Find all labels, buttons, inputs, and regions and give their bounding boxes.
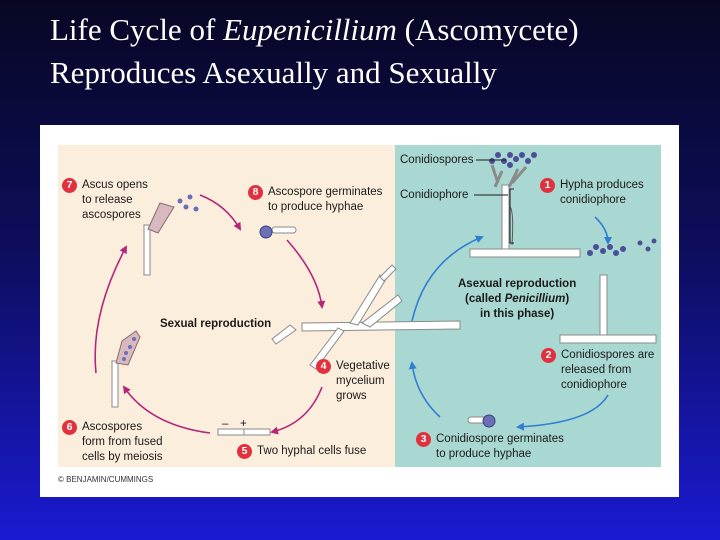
copyright-credit: © BENJAMIN/CUMMINGS <box>58 475 154 484</box>
step-8-badge: 8 <box>248 185 263 200</box>
step-1-badge: 1 <box>540 178 555 193</box>
arrow-1-to-2 <box>594 216 612 245</box>
slide-title: Life Cycle of Eupenicillium (Ascomycete)… <box>50 8 579 94</box>
fusing-hyphae <box>217 428 271 436</box>
asexual-phase-background <box>395 145 661 467</box>
vegetative-mycelium <box>271 264 461 370</box>
step-5-label: Two hyphal cells fuse <box>257 445 367 457</box>
opening-ascus <box>143 194 199 276</box>
conidiophore-lower <box>559 238 657 344</box>
conidiophore-bracket <box>509 188 514 244</box>
arrow-4-to-1 <box>411 235 484 322</box>
step-6-badge: 6 <box>62 420 77 435</box>
step-3-badge: 3 <box>416 432 431 447</box>
sexual-reproduction-label: Sexual reproduction <box>160 318 272 330</box>
step-5-badge: 5 <box>237 444 252 459</box>
germinating-ascospore <box>259 225 297 239</box>
title-genus: Eupenicillium <box>223 12 397 47</box>
title-line-2: Reproduces Asexually and Sexually <box>50 55 497 90</box>
conidiophore-label: Conidiophore <box>400 189 469 201</box>
ascus-with-ascospores <box>111 330 141 408</box>
plus-mating-type: + <box>240 418 247 430</box>
arrow-6-to-7 <box>94 245 127 374</box>
step-2-badge: 2 <box>541 348 556 363</box>
arrow-3-to-4 <box>408 361 441 418</box>
arrow-8-to-4 <box>286 239 326 309</box>
conidiospores-label: Conidiospores <box>400 154 474 166</box>
life-cycle-figure: Conidiospores Conidiophore Sexual reprod… <box>40 125 679 497</box>
arrow-5-to-6 <box>122 385 211 434</box>
asexual-reproduction-label: Asexual reproduction (called Penicillium… <box>458 278 577 320</box>
arrow-7-to-8 <box>199 194 242 231</box>
sexual-phase-background <box>58 145 408 467</box>
conidiophore-upper <box>469 152 581 258</box>
step-4-badge: 4 <box>316 359 331 374</box>
arrow-2-to-3 <box>516 394 609 431</box>
minus-mating-type: – <box>222 418 229 430</box>
life-cycle-drawing <box>94 152 657 436</box>
step-7-badge: 7 <box>62 178 77 193</box>
germinating-conidiospore <box>467 414 496 428</box>
title-line-1: Life Cycle of Eupenicillium (Ascomycete) <box>50 12 579 47</box>
arrow-4-to-5 <box>270 386 323 435</box>
